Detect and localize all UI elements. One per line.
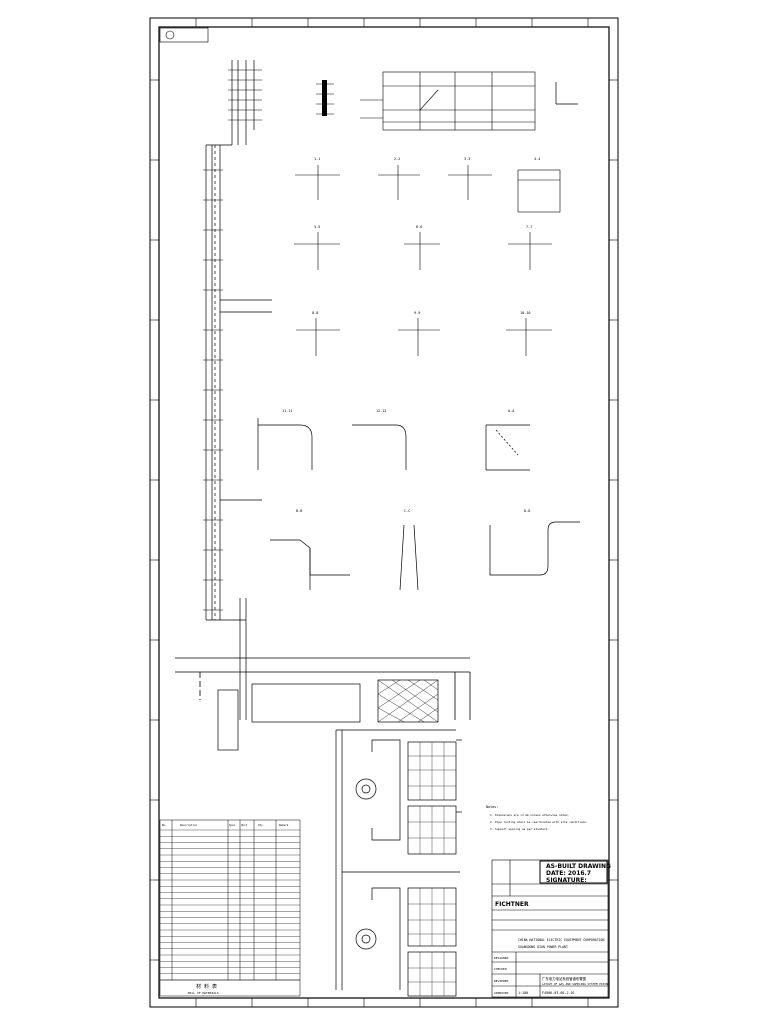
grating-hatch	[408, 742, 456, 996]
note-3: 3. Support spacing as per standard.	[490, 827, 549, 831]
note-1: 1. Dimensions are in mm unless otherwise…	[490, 813, 569, 817]
notes-title: Notes:	[486, 805, 498, 809]
drawing-number: F4906-03-66-J-01	[542, 991, 575, 995]
scale-value: 1:100	[518, 991, 528, 995]
top-rack	[228, 69, 262, 121]
label-11-11: 11-11	[282, 409, 293, 413]
col-desc: Description	[180, 823, 198, 827]
title-block	[491, 859, 609, 998]
road	[175, 657, 471, 720]
label-5-5: 5-5	[314, 225, 320, 229]
label-7-7: 7-7	[526, 225, 532, 229]
material-table-title: 材 料 表	[196, 983, 217, 990]
valve-stack	[322, 80, 327, 116]
material-table	[159, 819, 301, 997]
pipe-supports	[203, 169, 223, 611]
col-remark: Remark	[279, 823, 289, 827]
col-qty: Qty.	[258, 823, 264, 827]
logo-icon	[165, 30, 175, 40]
label-d-d: D-D	[524, 509, 530, 513]
label-12-12: 12-12	[376, 409, 387, 413]
outer-border	[149, 17, 619, 1008]
label-3-3: 3-3	[464, 157, 470, 161]
stamp-line-2: DATE: 2016.7	[546, 870, 591, 877]
label-8-8: 8-8	[312, 311, 318, 315]
drawing-title-cn: 广东电力电站系统管道布置图	[542, 976, 587, 981]
label-4-4: 4-4	[534, 157, 540, 161]
label-a-a: A-A	[508, 409, 515, 413]
label-b-b: B-B	[296, 509, 302, 513]
note-2: 2. Pipe routing shall be coordinated wit…	[490, 820, 588, 824]
row-checked: CHECKED	[494, 967, 507, 971]
col-no: No.	[162, 823, 167, 827]
client-line: CHINA NATIONAL ELECTRIC EQUIPMENT CORPOR…	[518, 938, 604, 942]
inner-border	[158, 26, 610, 999]
detail-row-5	[270, 521, 580, 591]
company-name: FICHTNER	[495, 901, 529, 908]
zone-ticks	[150, 18, 618, 1007]
axis-icon	[555, 82, 578, 105]
drawing-title-en: LAYOUT OF GAS AND SAMPLING SYSTEM PIPING	[542, 982, 610, 986]
main-pipe-run	[205, 60, 272, 720]
label-10-10: 10-10	[520, 311, 531, 315]
drawing-number-box	[159, 27, 209, 43]
label-1-1: 1-1	[314, 157, 320, 161]
label-6-6: 6-6	[416, 225, 422, 229]
detail-row-2	[294, 232, 552, 270]
label-2-2: 2-2	[394, 157, 400, 161]
row-approved: APPROVED	[494, 991, 509, 995]
row-reviewed: REVIEWED	[494, 979, 509, 983]
detail-row-1	[295, 165, 561, 213]
label-9-9: 9-9	[414, 311, 420, 315]
stamp-line-3: SIGNATURE:	[546, 877, 587, 884]
valve-stack-ticks	[316, 83, 334, 115]
material-table-subtitle: BILL OF MATERIALS	[188, 991, 219, 995]
building	[217, 679, 439, 751]
project-name: GUANGDONG DIAN POWER PLANT	[518, 945, 568, 949]
col-unit: Unit	[241, 823, 248, 827]
detail-row-3	[296, 318, 552, 356]
elevation-view	[360, 71, 536, 131]
label-c-c: C-C	[404, 509, 410, 513]
row-designed: DESIGNED	[494, 956, 509, 960]
stamp-line-1: AS-BUILT DRAWING	[546, 863, 611, 870]
material-table-rows	[160, 829, 300, 981]
detail-row-4	[257, 418, 530, 471]
col-spec: Spec.	[229, 823, 237, 827]
